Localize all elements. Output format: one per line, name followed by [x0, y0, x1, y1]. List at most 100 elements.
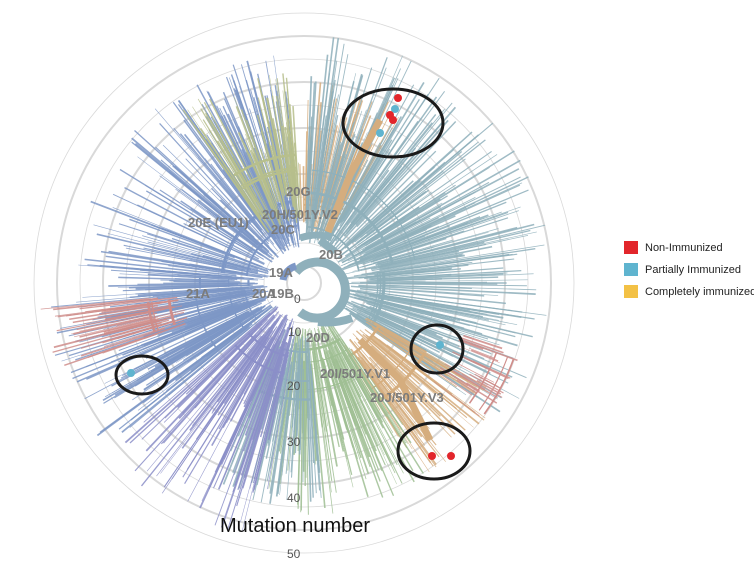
tree-branch: [234, 334, 287, 486]
tree-branch-arc: [220, 199, 295, 274]
tree-branch: [364, 318, 465, 379]
tree-branch: [344, 261, 473, 279]
tree-branch: [307, 54, 329, 238]
tree-branch-arc: [241, 169, 297, 190]
tree-branch: [328, 350, 384, 498]
tree-branch: [240, 326, 293, 523]
tree-branch: [118, 327, 248, 430]
tree-branch: [469, 347, 495, 359]
tree-branch: [465, 382, 480, 392]
tree-branch-arc: [294, 337, 342, 351]
tree-branch: [371, 253, 464, 272]
legend-label-completely-immunized: Completely immunized: [645, 286, 754, 298]
tree-branch: [322, 324, 386, 466]
clade-label-20a: 20A: [252, 286, 276, 301]
tree-branch: [137, 285, 264, 297]
tree-branch: [339, 99, 420, 227]
tree-branch: [174, 165, 250, 234]
tree-branch: [74, 316, 159, 338]
tree-branch: [345, 106, 457, 235]
tree-branch: [204, 158, 259, 226]
tree-branch: [299, 164, 303, 218]
tree-branch: [379, 284, 472, 289]
tree-branch: [114, 302, 162, 311]
tree-branch: [380, 229, 531, 266]
tree-branch: [352, 241, 478, 272]
tree-branch: [363, 301, 500, 346]
tree-branch: [64, 322, 186, 367]
tree-branch: [313, 357, 332, 493]
tree-branch: [134, 329, 263, 472]
tree-branch: [463, 334, 503, 350]
tree-branch: [51, 288, 246, 308]
tree-branch: [322, 73, 363, 213]
tree-branch: [320, 133, 356, 236]
tree-branch: [363, 311, 491, 375]
tree-branch: [366, 317, 427, 353]
tree-branch: [79, 318, 155, 338]
tree-branch: [312, 91, 334, 219]
tree-branch: [226, 150, 257, 203]
tree-branch: [273, 339, 292, 415]
tree-branch: [333, 147, 429, 251]
tree-branch: [119, 168, 253, 252]
tree-branch: [190, 207, 264, 257]
tree-branch: [259, 342, 288, 438]
tree-branch: [329, 159, 369, 233]
tree-branch: [295, 338, 301, 402]
tree-branch: [105, 255, 263, 279]
tree-branch: [321, 325, 377, 452]
tree-branch: [316, 114, 339, 216]
tree-branch: [129, 218, 235, 259]
tree-branch: [325, 351, 362, 459]
tree-branch: [461, 373, 503, 398]
tree-branch: [373, 225, 432, 253]
tree-branch: [196, 84, 275, 227]
tree-branch: [297, 356, 302, 452]
tree-branches: [40, 37, 547, 531]
tree-branch: [289, 165, 298, 223]
tree-branch: [366, 253, 518, 276]
tree-branch: [124, 312, 271, 444]
tree-branch: [312, 337, 338, 467]
tree-branch: [137, 282, 258, 285]
tree-branch: [359, 226, 440, 261]
tree-branch: [210, 163, 275, 245]
tree-branch: [216, 140, 264, 215]
tree-branch: [56, 312, 151, 332]
tree-branch: [69, 304, 158, 321]
tree-branch: [368, 221, 480, 261]
highlight-ellipse-left: [114, 354, 170, 396]
tree-branch: [177, 274, 259, 281]
tree-branch: [322, 360, 345, 440]
tree-branch: [159, 175, 271, 259]
tree-branch: [222, 162, 262, 220]
tree-branch: [377, 226, 518, 265]
tree-branch: [285, 333, 300, 474]
tree-branch: [329, 325, 394, 433]
tree-branch: [347, 353, 388, 418]
tree-branch: [360, 210, 519, 265]
tree-branch: [269, 364, 292, 494]
tree-branch: [326, 109, 367, 220]
tree-branch: [444, 363, 477, 383]
tree-branch: [165, 316, 243, 361]
tree-branch: [315, 94, 339, 221]
tree-branch: [104, 306, 173, 321]
tree-branch: [383, 331, 448, 372]
tree-branch: [147, 241, 263, 273]
tree-branch: [374, 263, 469, 277]
tree-branch: [179, 133, 264, 235]
tree-branch: [478, 376, 502, 390]
tree-branch: [189, 333, 265, 431]
tree-branch: [360, 281, 488, 284]
tree-branch: [320, 125, 338, 204]
sample-dot-non-immunized: [428, 452, 436, 460]
tree-branch: [163, 322, 270, 444]
tree-branch: [332, 336, 376, 420]
tree-branch: [208, 318, 288, 490]
clade-label-20j: 20J/501Y.V3: [370, 390, 444, 405]
tree-branch: [220, 341, 267, 413]
mutation-ring: [79, 58, 529, 508]
tree-branch: [121, 326, 251, 433]
